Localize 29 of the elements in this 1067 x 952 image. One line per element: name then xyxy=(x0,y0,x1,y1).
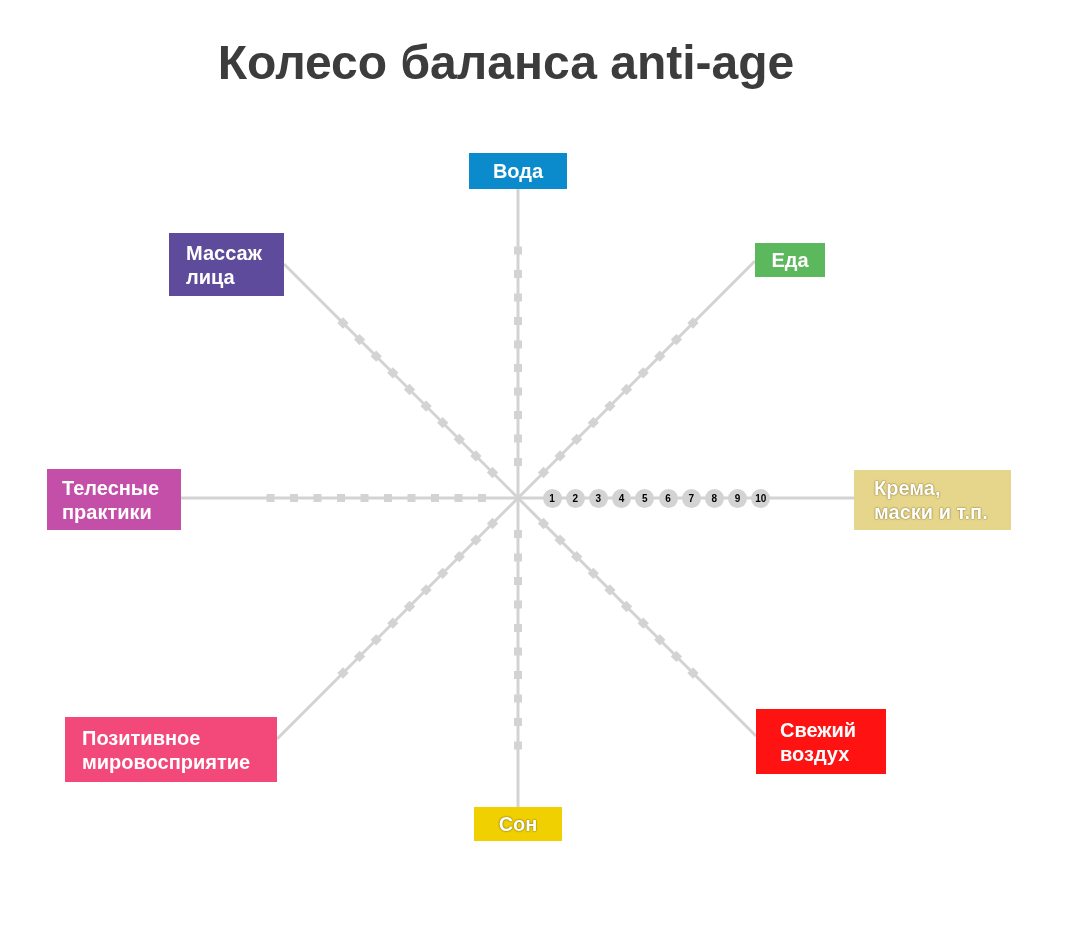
category-label: Массаж лица xyxy=(186,240,263,289)
scale-number: 9 xyxy=(728,488,748,508)
scale-number: 3 xyxy=(588,488,608,508)
category-label: Крема, маски и т.п. xyxy=(874,476,989,524)
category-box xyxy=(65,717,277,782)
spoke-line xyxy=(516,189,520,807)
category-box xyxy=(755,243,825,277)
category-box xyxy=(469,153,567,189)
category-box xyxy=(47,469,181,530)
category-label: Свежий воздух xyxy=(780,717,858,766)
category-box xyxy=(854,470,1011,530)
scale-number: 10 xyxy=(751,488,771,508)
scale-number: 1 xyxy=(542,488,562,508)
category-label: Телесные практики xyxy=(62,475,161,524)
scale-number: 4 xyxy=(612,488,632,508)
category-label: Вода xyxy=(492,159,544,183)
category-label: Сон xyxy=(498,812,538,836)
category-box xyxy=(474,807,562,841)
scale-number: 7 xyxy=(681,488,701,508)
scale-number: 5 xyxy=(635,488,655,508)
category-box xyxy=(756,709,886,774)
spoke-line xyxy=(181,496,854,500)
title: Колесо баланса anti-age xyxy=(217,35,795,91)
category-box xyxy=(169,233,284,296)
category-label: Позитивное мировосприятие xyxy=(82,725,252,774)
scale-number: 2 xyxy=(565,488,585,508)
scale-number: 6 xyxy=(658,488,678,508)
scale-number: 8 xyxy=(704,488,724,508)
category-label: Еда xyxy=(771,248,809,272)
